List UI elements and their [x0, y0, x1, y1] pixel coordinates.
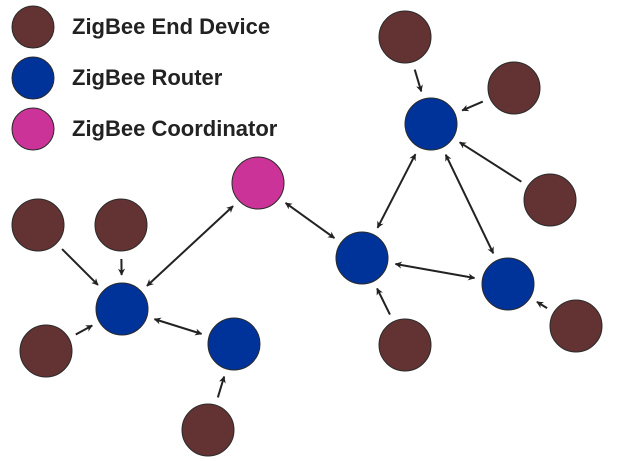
legend-swatch-router	[11, 56, 55, 100]
link-end-device-i-to-router-5	[536, 301, 548, 309]
node-router-1	[95, 282, 149, 336]
node-end-device-f	[378, 10, 432, 64]
node-end-device-e	[378, 318, 432, 372]
legend-swatches	[11, 5, 55, 151]
node-router-5	[481, 257, 535, 311]
legend-swatch-end-device	[11, 5, 55, 49]
link-end-device-e-to-router-3	[376, 287, 391, 315]
network-links	[61, 69, 548, 398]
legend-swatch-coordinator	[11, 107, 55, 151]
node-end-device-g	[487, 61, 541, 115]
link-end-device-h-to-router-4	[459, 141, 522, 183]
bidirectional-link-router-3-to-router-5	[394, 261, 476, 281]
node-end-device-h	[523, 173, 577, 227]
node-end-device-d	[181, 403, 235, 457]
legend-label-end-device: ZigBee End Device	[72, 14, 271, 39]
link-end-device-f-to-router-4	[413, 69, 423, 93]
node-router-4	[404, 97, 458, 151]
link-end-device-c-to-router-1	[75, 324, 93, 336]
bidirectional-link-coordinator-to-router-3	[284, 202, 336, 239]
node-coordinator	[231, 156, 285, 210]
bidirectional-link-router-1-to-coordinator	[146, 205, 234, 287]
link-end-device-g-to-router-4	[461, 100, 484, 112]
node-router-2	[207, 317, 261, 371]
node-end-device-i	[549, 299, 603, 353]
node-end-device-a	[11, 198, 65, 252]
link-end-device-d-to-router-2	[216, 375, 226, 398]
legend-label-coordinator: ZigBee Coordinator	[72, 116, 278, 141]
node-end-device-c	[19, 324, 73, 378]
bidirectional-link-router-3-to-router-4	[376, 153, 417, 229]
network-nodes	[11, 10, 603, 457]
bidirectional-link-router-1-to-router-2	[153, 317, 203, 336]
legend-label-router: ZigBee Router	[72, 65, 223, 90]
link-end-device-a-to-router-1	[61, 248, 99, 286]
node-end-device-b	[94, 198, 148, 252]
node-router-3	[335, 231, 389, 285]
bidirectional-link-router-5-to-router-4	[444, 154, 495, 254]
